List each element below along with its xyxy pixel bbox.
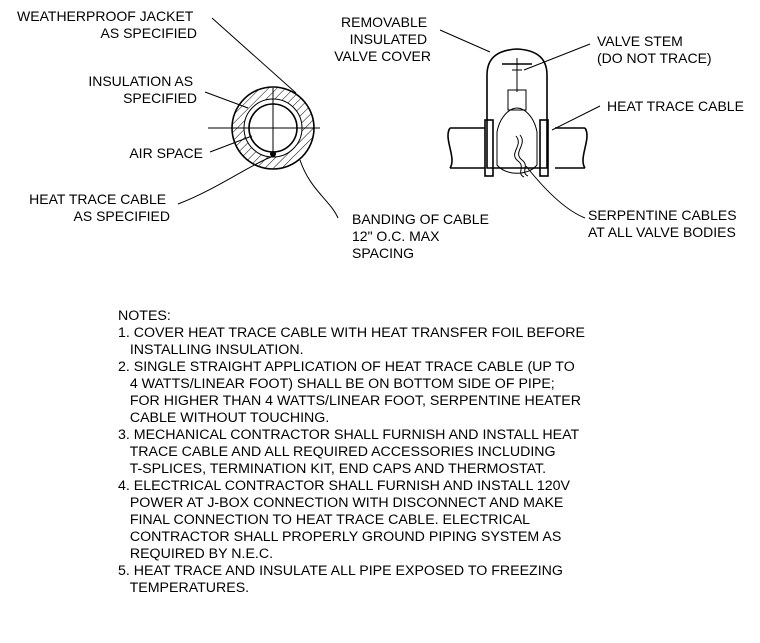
note-line: TRACE CABLE AND ALL REQUIRED ACCESSORIES… <box>118 444 556 460</box>
label-weatherproof-jacket: WEATHERPROOF JACKET AS SPECIFIED <box>17 8 197 41</box>
leader-insulation <box>204 91 249 109</box>
insulated-valve-cover <box>486 48 548 169</box>
note-line: POWER AT J-BOX CONNECTION WITH DISCONNEC… <box>118 495 564 511</box>
label-heat-trace-cable-left: HEAT TRACE CABLE AS SPECIFIED <box>29 191 170 224</box>
serpentine-cable <box>518 134 529 177</box>
note-line: CABLE WITHOUT TOUCHING. <box>118 410 330 426</box>
note-line: T-SPLICES, TERMINATION KIT, END CAPS AND… <box>118 461 547 477</box>
leader-banding <box>299 159 339 219</box>
label-valve-stem: VALVE STEM (DO NOT TRACE) <box>597 33 712 66</box>
general-notes: NOTES:1. COVER HEAT TRACE CABLE WITH HEA… <box>118 308 738 597</box>
flange-left <box>484 119 494 177</box>
valve-body <box>496 107 538 174</box>
valve-bonnet <box>507 89 527 111</box>
notes-heading: NOTES: <box>118 308 171 324</box>
note-line: 2. SINGLE STRAIGHT APPLICATION OF HEAT T… <box>118 359 575 375</box>
leader-weatherproof <box>211 17 297 94</box>
pipe-left <box>447 127 485 169</box>
note-line: 4 WATTS/LINEAR FOOT) SHALL BE ON BOTTOM … <box>118 376 555 392</box>
pipe-right <box>555 127 588 169</box>
note-line: FOR HIGHER THAN 4 WATTS/LINEAR FOOT, SER… <box>118 393 581 409</box>
serpentine-cable-outer <box>514 135 525 178</box>
note-line: 4. ELECTRICAL CONTRACTOR SHALL FURNISH A… <box>118 478 571 494</box>
leader-serpentine <box>525 165 586 219</box>
note-line: REQUIRED BY N.E.C. <box>118 546 274 562</box>
leader-heat-trace-right <box>551 105 601 131</box>
label-banding: BANDING OF CABLE 12" O.C. MAX SPACING <box>352 211 493 261</box>
note-line: FINAL CONNECTION TO HEAT TRACE CABLE. EL… <box>118 512 531 528</box>
note-line: CONTRACTOR SHALL PROPERLY GROUND PIPING … <box>118 529 562 545</box>
cross-section-leaders <box>177 17 339 219</box>
valve-elevation <box>447 48 588 178</box>
leader-valve-stem <box>523 43 591 71</box>
label-heat-trace-cable-right: HEAT TRACE CABLE <box>607 98 744 114</box>
leader-removable-cover <box>439 29 491 53</box>
note-line: 5. HEAT TRACE AND INSULATE ALL PIPE EXPO… <box>118 563 563 579</box>
heat-trace-cable-section <box>270 151 276 157</box>
label-insulation: INSULATION AS SPECIFIED <box>88 73 197 106</box>
flange-right <box>539 119 549 177</box>
label-removable-cover: REMOVABLE INSULATED VALVE COVER <box>334 14 431 64</box>
leader-heat-trace-left <box>177 156 272 205</box>
labels: WEATHERPROOF JACKET AS SPECIFIED INSULAT… <box>17 8 744 261</box>
pipe-cross-section <box>208 86 320 170</box>
valve-leaders <box>439 29 601 219</box>
note-line: TEMPERATURES. <box>118 580 250 596</box>
label-air-space: AIR SPACE <box>129 145 203 161</box>
note-line: INSTALLING INSULATION. <box>118 342 304 358</box>
label-serpentine: SERPENTINE CABLES AT ALL VALVE BODIES <box>588 207 741 240</box>
note-line: 3. MECHANICAL CONTRACTOR SHALL FURNISH A… <box>118 427 580 443</box>
note-line: 1. COVER HEAT TRACE CABLE WITH HEAT TRAN… <box>118 325 585 341</box>
leader-air-space <box>209 135 253 153</box>
